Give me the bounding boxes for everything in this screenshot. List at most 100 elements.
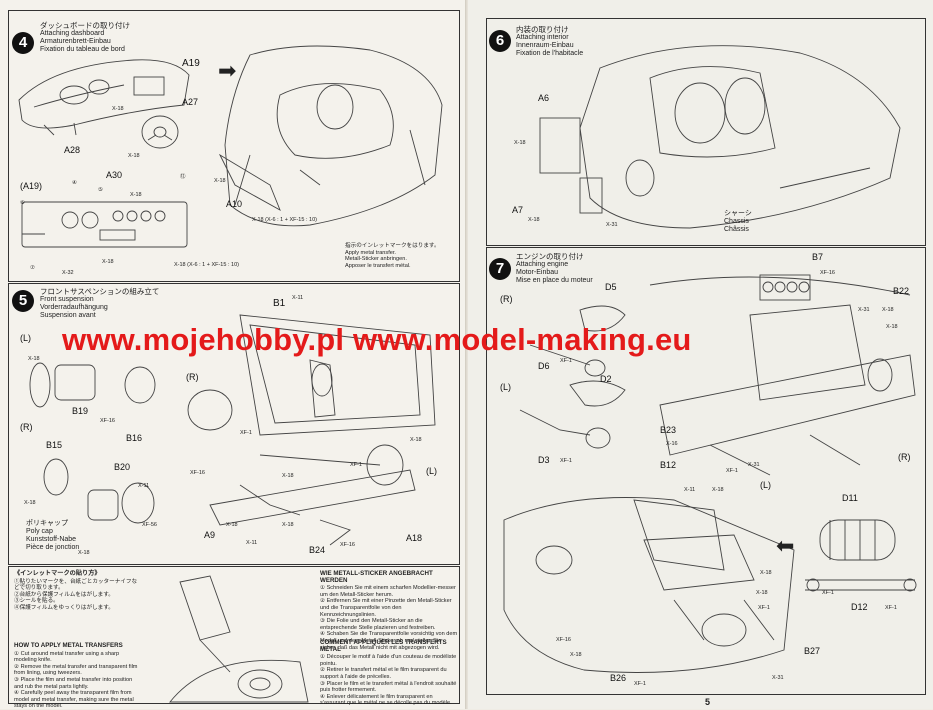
note-en: Apply metal transfer. <box>345 249 396 256</box>
callout-x11-m: X-11 <box>246 540 258 546</box>
callout-xf1-r: XF-1 <box>758 605 770 611</box>
part-label-d6: D6 <box>538 361 550 371</box>
part-label-a6: A6 <box>538 93 550 103</box>
callout-x31-b22: X-31 <box>858 307 870 313</box>
left-hub-drawing <box>29 362 156 408</box>
callout-x18-a: X-18 <box>112 106 124 112</box>
chassis-label: シャーシ Chassis Châssis <box>724 210 752 234</box>
step7-title-de: Motor-Einbau <box>516 269 559 276</box>
part-label-d11: D11 <box>842 493 858 503</box>
part-label-a27: A27 <box>182 97 199 107</box>
step7-panel <box>486 247 926 695</box>
step4-titles: ダッシュボードの取り付け Attaching dashboard Armatur… <box>40 22 130 54</box>
callout-x18-r: X-18 <box>24 500 36 506</box>
page-spine <box>465 0 470 709</box>
part-label-d5: D5 <box>605 282 617 292</box>
callout-x31: X-31 <box>606 222 618 228</box>
front-suspension-drawing <box>187 314 436 546</box>
transfer-fr-line: ④ Enlever délicatement le film transpare… <box>320 693 452 707</box>
step7-title-fr: Mise en place du moteur <box>516 277 593 284</box>
step7-title-en: Attaching engine <box>516 261 569 268</box>
callout-xf1-mid: XF-1 <box>726 468 738 474</box>
callout-x18-b22b: X-18 <box>886 324 898 330</box>
callout-xf16-b: XF-16 <box>340 542 355 548</box>
callout-x18-a7: X-18 <box>528 217 540 223</box>
callout-xf1-d12b: XF-1 <box>885 605 897 611</box>
body-shell-drawing <box>218 45 443 227</box>
callout-xf16-a: XF-16 <box>190 470 205 476</box>
side-label-r: (R) <box>20 422 33 432</box>
callout-x32: X-32 <box>62 270 74 276</box>
callout-xf16-r: XF-16 <box>556 637 571 643</box>
step6-panel <box>486 18 926 246</box>
transfer-de-line: ④ Schaben Sie die Transparentfolie vorsi… <box>320 631 458 651</box>
callout-x18-b22: X-18 <box>882 307 894 313</box>
step4-title-jp: ダッシュボードの取り付け <box>40 21 130 30</box>
callout-x18-bot: X-18 <box>570 652 582 658</box>
part-label-b15: B15 <box>46 440 63 450</box>
callout-x18-paint-b: X-18 (X-6 : 1 + XF-15 : 10) <box>174 262 239 268</box>
step6-titles: 内装の取り付け Attaching interior Innenraum-Ein… <box>516 26 583 58</box>
transfer-panel <box>8 566 460 704</box>
transfer-fr-line: ② Retirer le transfert métal et le film … <box>320 667 447 680</box>
dashboard-drawing <box>18 59 190 136</box>
part-label-d3: D3 <box>538 455 550 465</box>
circled-6: ⑥ <box>20 200 25 206</box>
callout-x11-b1: X-11 <box>292 295 304 301</box>
note-jp: 指示のインレットマークをはります。 <box>345 243 440 249</box>
transfer-fr-line: ③ Placer le film et le transfert métal à… <box>320 680 457 694</box>
side-label-l7b: (L) <box>760 480 771 490</box>
side-label-r2: (R) <box>186 372 199 382</box>
step5-title-fr: Suspension avant <box>40 312 96 319</box>
callout-x18-paint-a: X-18 (X-6 : 1 + XF-15 : 10) <box>252 217 317 223</box>
step4-title-en: Attaching dashboard <box>40 30 105 37</box>
page-number: 5 <box>705 697 711 707</box>
step7-arrow-icon: ⬅ <box>776 533 795 558</box>
callout-x18-b: X-18 <box>128 153 140 159</box>
side-label-l7: (L) <box>500 382 511 392</box>
part-label-b22: B22 <box>893 286 910 296</box>
step6-title-jp: 内装の取り付け <box>516 25 569 34</box>
polycap-note: ポリキャップ Poly cap Kunststoff-Nabe Pièce de… <box>26 520 79 552</box>
transfer-fr-block: COMMENT APPLIQUER LES TRANSFERTS METAL ①… <box>320 639 458 707</box>
right-hub-drawing <box>43 458 155 524</box>
note-de: Metall-Sticker anbringen. <box>345 256 407 263</box>
polycap-jp: ポリキャップ <box>26 520 68 527</box>
step4-panel <box>8 10 460 282</box>
callout-x18-m2: X-18 <box>410 437 422 443</box>
transfer-fr-line: ① Découper le motif à l'aide d'un coutea… <box>320 654 457 667</box>
part-label-a19-detail: (A19) <box>20 181 43 191</box>
polycap-fr: Pièce de jonction <box>26 544 80 551</box>
step4-title-fr: Fixation du tableau de bord <box>40 46 125 53</box>
part-label-d12: D12 <box>851 602 868 612</box>
part-label-a10: A10 <box>226 199 243 209</box>
transfer-en-line: ③ Place the film and metal transfer into… <box>14 676 133 690</box>
transfer-en-heading: HOW TO APPLY METAL TRANSFERS <box>14 642 123 649</box>
transfer-jp-line: ③シールを貼る。 <box>14 598 59 605</box>
callout-x18-m1: X-18 <box>282 473 294 479</box>
step6-number: 6 <box>489 30 511 52</box>
transfer-de-line: ① Schneiden Sie mit einem scharfen Model… <box>320 585 456 598</box>
part-label-b16: B16 <box>126 433 143 443</box>
polycap-en: Poly cap <box>26 528 53 535</box>
chassis-en: Chassis <box>724 218 749 225</box>
steering-wheel-drawing <box>141 115 179 149</box>
side-label-r7b: (R) <box>898 452 911 462</box>
callout-xf16-l: XF-16 <box>100 418 115 424</box>
part-label-b7: B7 <box>812 252 824 262</box>
part-label-b23: B23 <box>660 425 677 435</box>
metal-transfer-note: 指示のインレットマークをはります。 Apply metal transfer. … <box>345 243 440 269</box>
note-fr: Apposer le transfert métal. <box>345 262 411 269</box>
part-label-a30: A30 <box>106 170 123 180</box>
engine-drawing <box>649 274 916 476</box>
transfer-jp-line: ②台紙から保護フィルムをはがします。 <box>14 591 114 598</box>
rear-frame-drawing <box>503 497 795 673</box>
callout-x11-b12: X-11 <box>684 487 696 493</box>
part-label-a7: A7 <box>512 205 524 215</box>
transfer-de-line: ② Entfernen Sie mit einer Pinzette den M… <box>320 598 452 618</box>
watermark-text: www.mojehobby.pl www.model-making.eu <box>62 322 692 357</box>
callout-x18-m3: X-18 <box>226 522 238 528</box>
step5-panel <box>8 283 460 565</box>
callout-x18-d: X-18 <box>214 178 226 184</box>
left-page <box>0 0 466 709</box>
